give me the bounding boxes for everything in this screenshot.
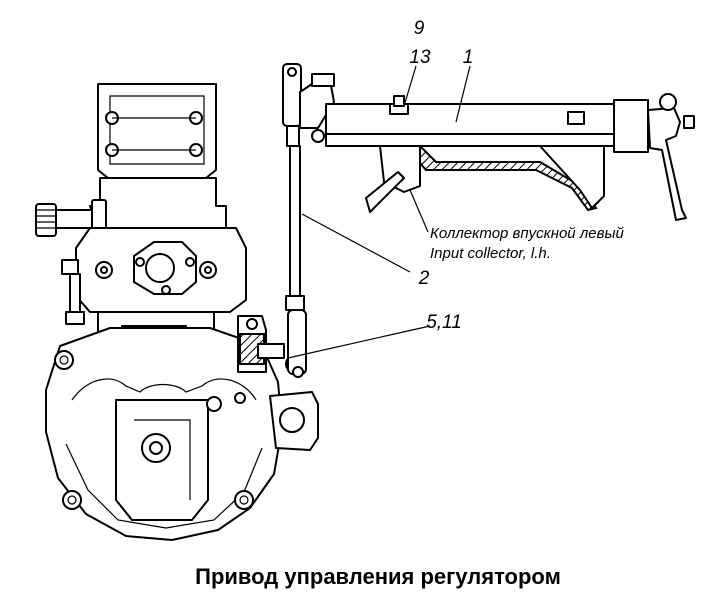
callout-2: 2 bbox=[418, 268, 430, 289]
pump-housing bbox=[35, 83, 319, 541]
bolts-9-13 bbox=[389, 95, 585, 125]
right-boss bbox=[269, 391, 319, 451]
central-flange bbox=[133, 241, 197, 295]
intake-collector bbox=[299, 73, 695, 221]
callout-1: 1 bbox=[463, 47, 474, 68]
left-fitting bbox=[61, 259, 85, 325]
callout-9: 9 bbox=[414, 18, 425, 39]
leader-lines bbox=[287, 65, 471, 359]
callout-5-11: 5,11 bbox=[426, 312, 462, 333]
callout-13: 13 bbox=[409, 47, 431, 68]
control-rod[interactable] bbox=[282, 63, 307, 378]
collector-label-en: Input collector, l.h. bbox=[430, 245, 551, 262]
figure-caption: Привод управления регулятором bbox=[195, 564, 561, 589]
left-adjusting-screw bbox=[35, 199, 107, 237]
collector-label-ru: Коллектор впускной левый bbox=[430, 225, 624, 242]
